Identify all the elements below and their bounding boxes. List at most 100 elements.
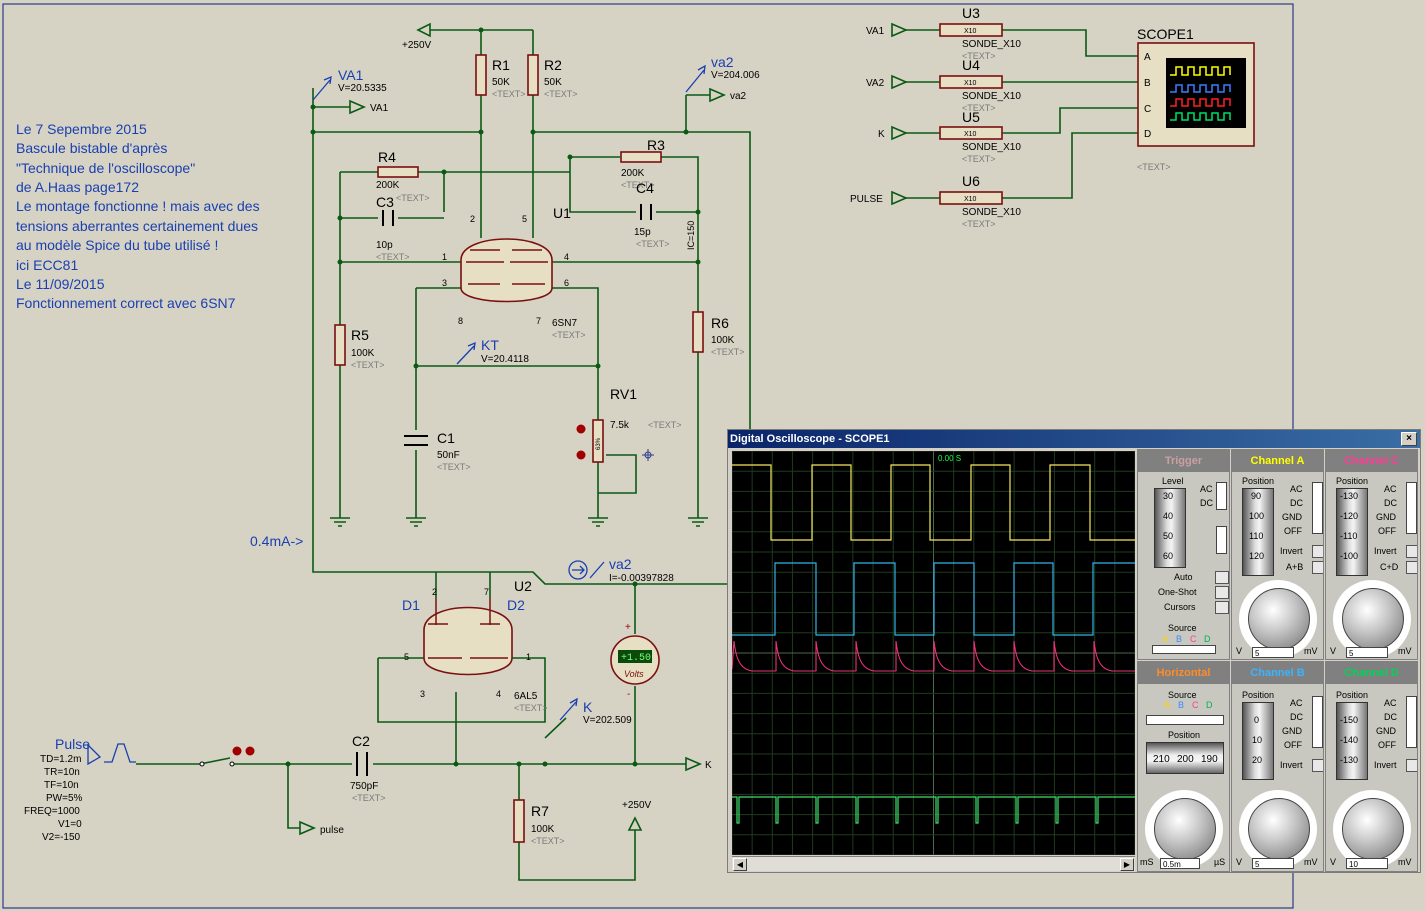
svg-text:V=202.509: V=202.509 (583, 715, 632, 726)
timebase-knob[interactable] (1154, 798, 1216, 860)
channel-c-invert-checkbox[interactable] (1406, 545, 1417, 558)
supply-top[interactable]: +250V (402, 22, 432, 51)
svg-text:<TEXT>: <TEXT> (552, 330, 586, 340)
channel-d-coupling-switch[interactable] (1406, 696, 1417, 748)
svg-text:<TEXT>: <TEXT> (621, 180, 655, 190)
channel-d-invert-checkbox[interactable] (1406, 759, 1417, 772)
probe-va2[interactable]: va2 V=204.006 (685, 54, 760, 93)
svg-text:<TEXT>: <TEXT> (544, 89, 578, 99)
terminal-pulse[interactable]: pulse (299, 820, 344, 836)
probe-kt[interactable]: KT V=20.4118 (456, 337, 529, 365)
voltmeter[interactable]: +1.50 Volts + - (610, 622, 660, 700)
channel-a-coupling-switch[interactable] (1312, 482, 1323, 534)
terminal-va2[interactable]: va2 (709, 87, 747, 103)
timebase-value[interactable]: 0.5m (1160, 858, 1200, 869)
svg-text:6SN7: 6SN7 (552, 318, 577, 329)
close-button[interactable]: × (1401, 432, 1417, 446)
svg-text:1: 1 (442, 252, 447, 262)
svg-text:63%: 63% (596, 437, 602, 450)
resistor-r1[interactable]: R1 50K <TEXT> (475, 54, 526, 99)
svg-text:U3: U3 (962, 5, 980, 21)
probe-k[interactable]: K V=202.509 (559, 697, 632, 726)
scope-symbol[interactable]: SCOPE1 A B C D <TEXT> (1137, 26, 1255, 172)
channel-b-invert-checkbox[interactable] (1312, 759, 1323, 772)
svg-text:<TEXT>: <TEXT> (351, 360, 385, 370)
trigger-title: Trigger (1138, 450, 1229, 472)
channel-d-position-drum[interactable]: -150 -140 -130 (1336, 702, 1368, 780)
channel-a-sum-checkbox[interactable] (1312, 561, 1323, 574)
trace-channel-b (732, 562, 1135, 636)
scroll-right-arrow-icon[interactable]: ▶ (1120, 858, 1134, 871)
channel-d-volts-knob[interactable] (1342, 798, 1404, 860)
trigger-edge-switch[interactable] (1216, 526, 1227, 554)
window-titlebar[interactable]: Digital Oscilloscope - SCOPE1 × (728, 430, 1420, 448)
channel-a-volts-knob[interactable] (1248, 588, 1310, 650)
svg-text:U2: U2 (514, 578, 532, 594)
svg-text:va2: va2 (711, 54, 734, 70)
resistor-r5[interactable]: R5 100K <TEXT> (334, 324, 385, 370)
pulse-generator[interactable]: Pulse TD=1.2m TR=10n TF=10n PW=5% FREQ=1… (24, 736, 136, 843)
capacitor-c4[interactable]: C4 15p <TEXT> (634, 180, 670, 249)
channel-b-position-drum[interactable]: 0 10 20 (1242, 702, 1274, 780)
resistor-r3[interactable]: R3 200K <TEXT> (620, 137, 665, 190)
svg-text:7: 7 (536, 316, 541, 326)
resistor-r6[interactable]: R6 100K <TEXT> (692, 311, 745, 357)
probe-u4[interactable]: VA2 X10 U4 SONDE_X10 <TEXT> (866, 57, 1021, 113)
channel-a-invert-checkbox[interactable] (1312, 545, 1323, 558)
resistor-r7[interactable]: R7 100K <TEXT> (513, 799, 565, 846)
current-probe[interactable]: va2 I=-0.00397828 (568, 556, 674, 584)
resistor-r2[interactable]: R2 50K <TEXT> (527, 54, 578, 99)
trigger-coupling-switch[interactable] (1216, 482, 1227, 510)
scope-screen[interactable]: 0.00 S (732, 451, 1135, 855)
channel-c-coupling-switch[interactable] (1406, 482, 1417, 534)
scroll-left-arrow-icon[interactable]: ◀ (733, 858, 747, 871)
capacitor-c3[interactable]: C3 10p <TEXT> (376, 194, 410, 262)
probe-va1[interactable]: VA1 V=20.5335 (312, 67, 387, 101)
terminal-k[interactable]: K (685, 756, 712, 772)
probe-u6[interactable]: PULSE X10 U6 SONDE_X10 <TEXT> (850, 173, 1021, 229)
level-label: Level (1162, 476, 1184, 486)
channel-c-volts-knob[interactable] (1342, 588, 1404, 650)
svg-text:750pF: 750pF (350, 781, 378, 792)
svg-text:200K: 200K (621, 168, 645, 179)
cursors-checkbox[interactable] (1215, 601, 1229, 614)
capacitor-c1[interactable]: C1 50nF <TEXT> (404, 430, 471, 472)
channel-c-value[interactable]: 5 (1346, 647, 1388, 658)
svg-text:5: 5 (404, 652, 409, 662)
oscilloscope-window[interactable]: Digital Oscilloscope - SCOPE1 × 0.00 S ◀… (727, 429, 1421, 873)
svg-text:R3: R3 (647, 137, 665, 153)
trigger-source-slider[interactable] (1152, 645, 1216, 654)
probe-u5[interactable]: K X10 U5 SONDE_X10 <TEXT> (878, 109, 1021, 164)
channel-b-volts-knob[interactable] (1248, 798, 1310, 860)
channel-d-value[interactable]: 10 (1346, 858, 1388, 869)
auto-checkbox[interactable] (1215, 571, 1229, 584)
channel-a-value[interactable]: 5 (1252, 647, 1294, 658)
capacitor-c2[interactable]: C2 750pF <TEXT> (350, 733, 386, 803)
channel-c-position-drum[interactable]: -130 -120 -110 -100 (1336, 488, 1368, 576)
horizontal-position-drum[interactable]: 210 200 190 (1146, 742, 1224, 774)
resistor-r4[interactable]: R4 200K <TEXT> (376, 149, 430, 203)
horizontal-source-slider[interactable] (1146, 715, 1224, 725)
channel-b-panel: Channel B Position 0 10 20 AC DC GND OFF… (1231, 661, 1324, 872)
channel-b-value[interactable]: 5 (1252, 858, 1294, 869)
horizontal-scrollbar[interactable]: ◀ ▶ (732, 856, 1135, 871)
svg-text:R1: R1 (492, 57, 510, 73)
switch[interactable] (199, 746, 255, 767)
trigger-level-drum[interactable]: 30 40 50 60 (1154, 488, 1186, 568)
svg-text:<TEXT>: <TEXT> (352, 793, 386, 803)
svg-text:<TEXT>: <TEXT> (962, 154, 996, 164)
terminal-va1[interactable]: VA1 (349, 99, 389, 115)
channel-c-sum-checkbox[interactable] (1406, 561, 1417, 574)
svg-text:V2=-150: V2=-150 (42, 832, 81, 843)
supply-bottom[interactable]: +250V (622, 800, 652, 831)
one-shot-checkbox[interactable] (1215, 586, 1229, 599)
channel-b-coupling-switch[interactable] (1312, 696, 1323, 748)
tube-u2[interactable]: 2 7 5 1 3 4 U2 D1 D2 6AL5 <TEXT> (402, 578, 548, 713)
note-line: tensions aberrantes certainement dues (16, 218, 258, 234)
channel-a-position-drum[interactable]: 90 100 110 120 (1242, 488, 1274, 576)
potentiometer-rv1[interactable]: RV1 7.5k <TEXT> 63% (576, 386, 682, 463)
svg-text:7: 7 (484, 587, 489, 597)
probe-u3[interactable]: VA1 X10 U3 SONDE_X10 <TEXT> (866, 5, 1021, 61)
tube-u1[interactable]: 2 5 1 4 3 6 8 7 U1 6SN7 <TEXT> IC=150 (442, 205, 696, 340)
